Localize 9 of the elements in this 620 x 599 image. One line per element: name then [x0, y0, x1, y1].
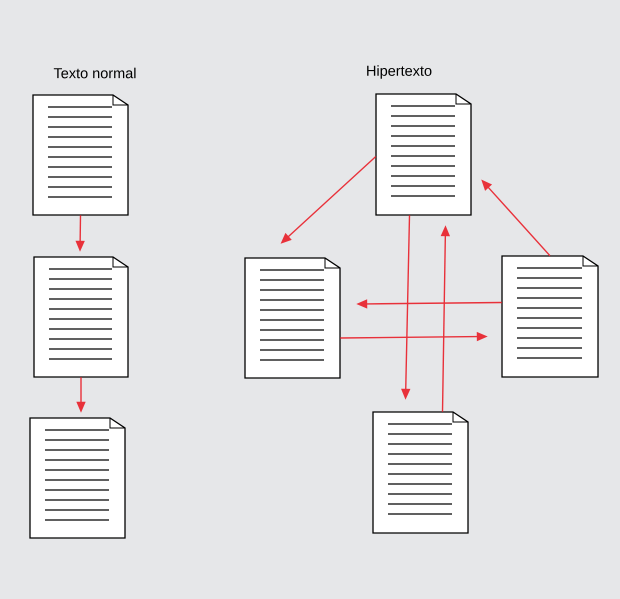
- document-icon: [29, 417, 126, 539]
- document-icon: [375, 93, 472, 216]
- document-icon: [33, 256, 129, 378]
- document-icon: [501, 255, 599, 378]
- heading: Hipertexto: [367, 65, 432, 79]
- document-icon: [244, 257, 341, 379]
- document-icon: [32, 94, 129, 216]
- heading: Texto normal: [54, 68, 136, 78]
- document-icon: [372, 411, 469, 534]
